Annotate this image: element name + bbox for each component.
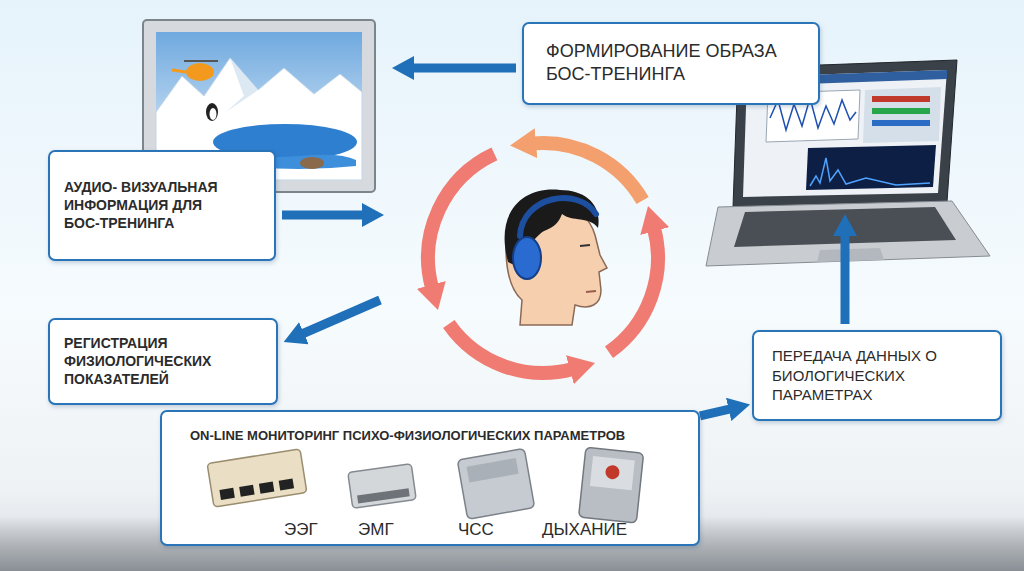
- helicopter-tail: [172, 70, 186, 72]
- text-box: ФОРМИРОВАНИЕ ОБРАЗА БОС-ТРЕНИНГА: [522, 22, 820, 105]
- touchpad: [817, 248, 884, 262]
- breath-device: [579, 447, 644, 523]
- device-slot: [259, 482, 274, 494]
- box-label: ПЕРЕДАЧА ДАННЫХ О БИОЛОГИЧЕСКИХ ПАРАМЕТР…: [772, 346, 962, 405]
- text-box: ON-LINE МОНИТОРИНГ ПСИХО-ФИЗИОЛОГИЧЕСКИХ…: [160, 410, 700, 546]
- eeg-device: [207, 449, 307, 507]
- headphone-cup: [513, 237, 541, 279]
- device-slot: [279, 478, 294, 490]
- person-head: [505, 190, 607, 325]
- helicopter: [186, 63, 214, 81]
- sensor-label: ЧСС: [458, 520, 494, 539]
- helicopter-rotor: [184, 60, 218, 62]
- cycle-arrow: [428, 154, 494, 288]
- indicator-bar: [872, 108, 930, 114]
- side-panel: [863, 87, 941, 143]
- mountain-shade: [226, 58, 258, 112]
- seal: [300, 157, 324, 169]
- device-slot: [239, 485, 254, 497]
- text-box: РЕГИСТРАЦИЯ ФИЗИОЛОГИЧЕСКИХ ПОКАЗАТЕЛЕЙ: [48, 318, 278, 405]
- sensor-label: ЭМГ: [358, 520, 394, 539]
- flow-arrows: [282, 68, 845, 334]
- device-slot: [219, 488, 234, 500]
- sensor-label: ДЫХАНИЕ: [542, 520, 627, 539]
- flow-arrow: [841, 234, 850, 324]
- eye: [580, 245, 590, 246]
- device-body: [348, 464, 416, 509]
- emg-device: [348, 464, 416, 509]
- flow-arrow: [282, 211, 364, 220]
- device-body: [207, 449, 307, 507]
- text-holder: ДЫХАНИЕ: [542, 520, 627, 540]
- indicator-bar: [872, 120, 930, 126]
- device-panel: [467, 458, 519, 482]
- device-slot: [357, 488, 410, 503]
- flow-connector: [700, 409, 731, 416]
- cycle-arrow: [609, 228, 658, 352]
- box-label: РЕГИСТРАЦИЯ ФИЗИОЛОГИЧЕСКИХ ПОКАЗАТЕЛЕЙ: [64, 334, 259, 389]
- box-label: АУДИО- ВИЗУАЛЬНАЯ ИНФОРМАЦИЯ ДЛЯ БОС-ТРЕ…: [64, 178, 229, 233]
- device-panel: [590, 456, 635, 490]
- device-logo: [605, 464, 620, 479]
- device-body: [457, 448, 534, 519]
- device-body: [579, 447, 644, 523]
- text-holder: ЧСС: [458, 520, 494, 540]
- penguin: [206, 103, 218, 121]
- box-label: ФОРМИРОВАНИЕ ОБРАЗА БОС-ТРЕНИНГА: [546, 40, 796, 87]
- feedback-cycle: [428, 143, 658, 373]
- flow-arrow: [302, 300, 380, 334]
- hr-device: [457, 448, 534, 519]
- indicator-bar: [872, 96, 930, 102]
- flow-arrow: [412, 64, 516, 73]
- spectrum-panel: [806, 145, 936, 190]
- mouth: [586, 291, 596, 292]
- text-holder: ЭМГ: [358, 520, 394, 540]
- text-holder: ЭЭГ: [284, 520, 318, 540]
- text-box: АУДИО- ВИЗУАЛЬНАЯ ИНФОРМАЦИЯ ДЛЯ БОС-ТРЕ…: [48, 150, 276, 261]
- cycle-arrow: [449, 324, 573, 373]
- sensor-label: ЭЭГ: [284, 520, 318, 539]
- penguin: [210, 108, 217, 120]
- text-box: ПЕРЕДАЧА ДАННЫХ О БИОЛОГИЧЕСКИХ ПАРАМЕТР…: [752, 330, 1002, 421]
- text-holder: ON-LINE МОНИТОРИНГ ПСИХО-ФИЗИОЛОГИЧЕСКИХ…: [190, 426, 625, 444]
- box-heading: ON-LINE МОНИТОРИНГ ПСИХО-ФИЗИОЛОГИЧЕСКИХ…: [190, 428, 625, 443]
- headphone-band: [520, 198, 596, 236]
- spectrum: [810, 158, 930, 186]
